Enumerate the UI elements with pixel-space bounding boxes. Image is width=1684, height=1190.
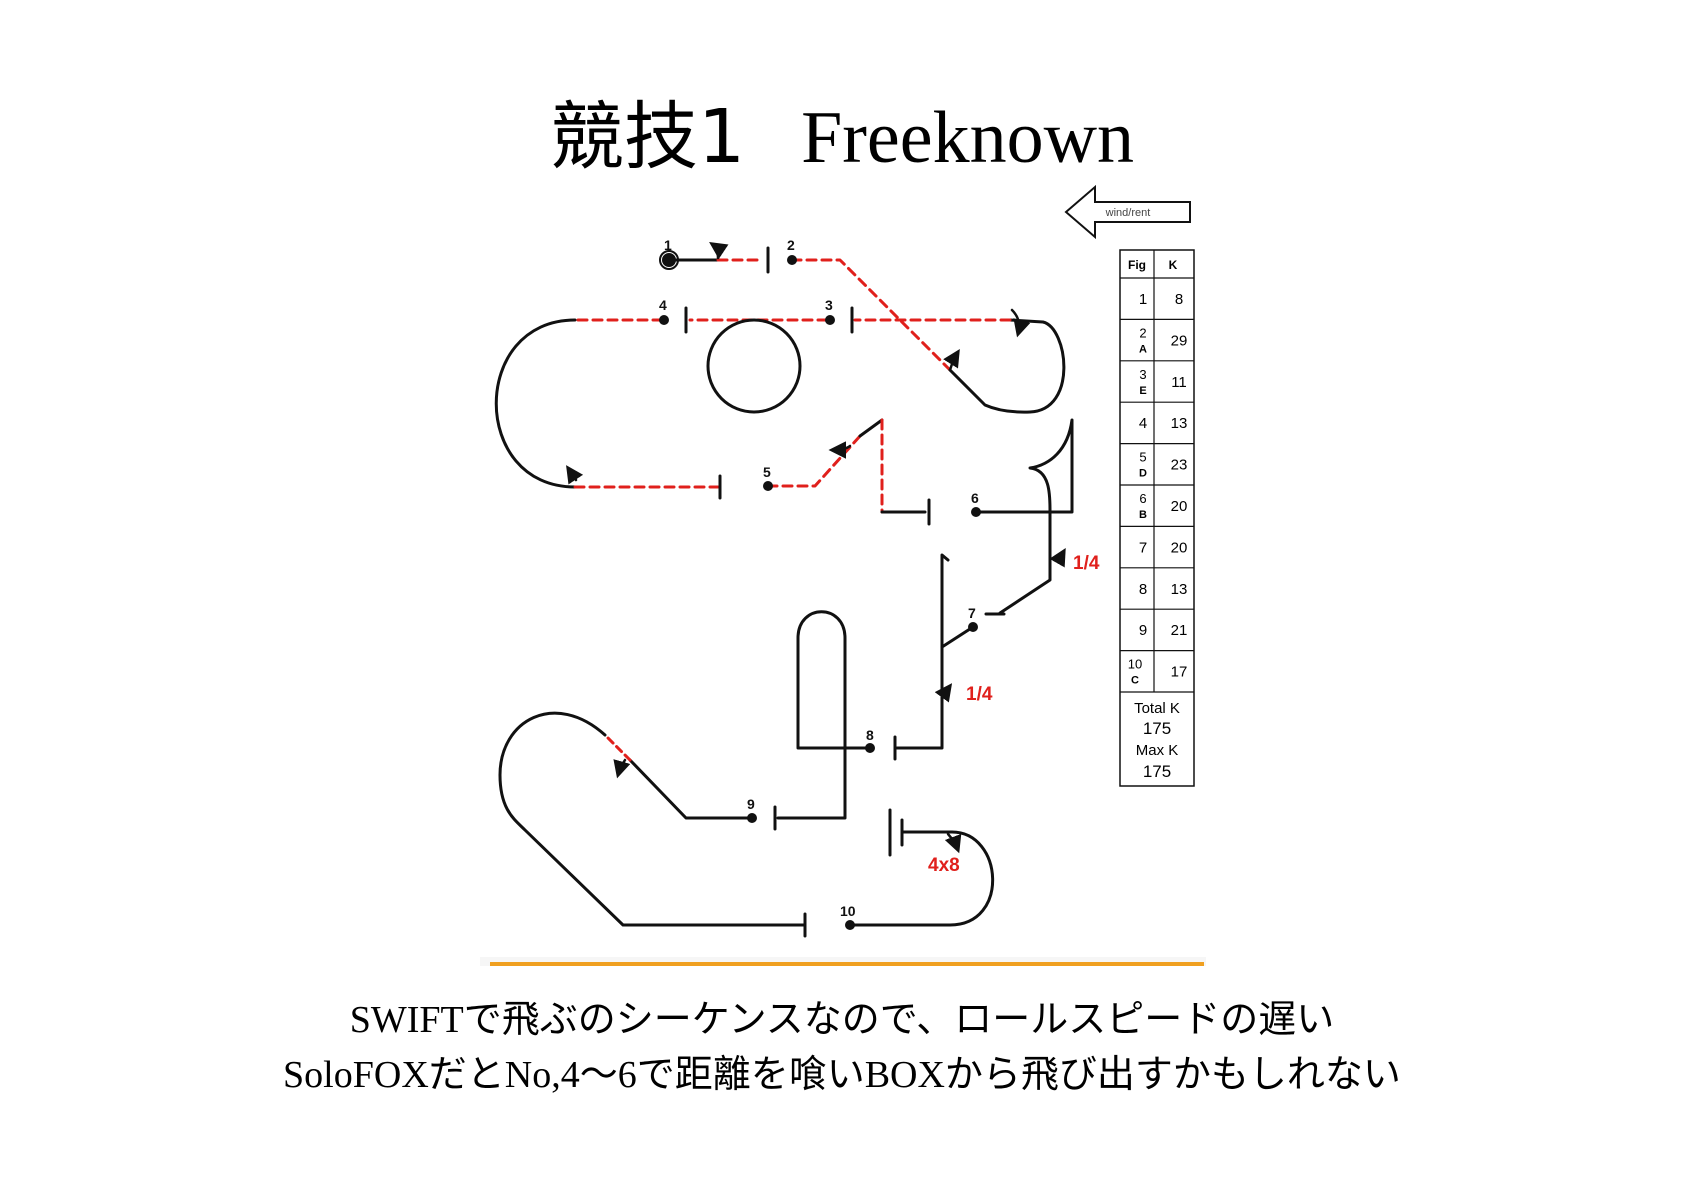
table-cell-fig-letter: C xyxy=(1131,675,1139,687)
table-cell-fig: 10 xyxy=(1128,657,1142,672)
figure-number: 8 xyxy=(866,727,874,743)
table-cell-k: 13 xyxy=(1171,581,1188,598)
figure-number: 5 xyxy=(763,464,771,480)
table-cell-k: 20 xyxy=(1171,539,1188,556)
figure-7-path xyxy=(934,553,1006,703)
roll-label: 1/4 xyxy=(1073,553,1100,574)
figure-9-path xyxy=(498,711,807,938)
table-header-k: K xyxy=(1169,258,1178,272)
table-cell-fig: 9 xyxy=(1139,622,1147,639)
table-cell-fig: 1 xyxy=(1139,291,1147,308)
table-cell-k: 8 xyxy=(1175,291,1183,308)
figure-number: 7 xyxy=(968,605,976,621)
table-cell-k: 21 xyxy=(1171,622,1188,639)
table-cell-fig: 3 xyxy=(1139,367,1146,382)
figure-number: 9 xyxy=(747,796,755,812)
figure-number: 10 xyxy=(840,903,856,919)
max-k-value: 175 xyxy=(1143,762,1171,781)
table-cell-fig: 2 xyxy=(1139,325,1146,340)
table-cell-k: 17 xyxy=(1171,664,1188,681)
figure-10-path xyxy=(848,808,995,927)
table-cell-k: 23 xyxy=(1171,457,1188,474)
table-header-fig: Fig xyxy=(1128,258,1146,272)
figure-number: 4 xyxy=(659,297,667,313)
figure-3-path xyxy=(684,306,854,414)
table-cell-fig-letter: E xyxy=(1139,385,1146,397)
table-cell-k: 20 xyxy=(1171,498,1188,515)
caption-line-1: SWIFTで飛ぶのシーケンスなので、ロールスピードの遅い xyxy=(349,999,1335,1041)
flight-path xyxy=(494,242,1074,938)
table-cell-fig-letter: D xyxy=(1139,468,1147,480)
table-cell-fig: 7 xyxy=(1139,539,1147,556)
table-cell-fig: 5 xyxy=(1139,450,1146,465)
title-en: Freeknown xyxy=(801,97,1135,179)
figure-number: 2 xyxy=(787,237,795,253)
figure-number: 3 xyxy=(825,297,833,313)
table-cell-fig: 4 xyxy=(1139,415,1147,432)
divider-shadow xyxy=(480,957,1206,966)
wind-arrow-label: wind/rent xyxy=(1105,207,1151,219)
figure-8-path xyxy=(773,610,944,831)
figure-5-path xyxy=(766,418,931,526)
figure-4-path xyxy=(494,318,722,500)
total-k-label: Total K xyxy=(1134,700,1180,717)
figure-2-path xyxy=(790,258,1066,414)
table-cell-fig: 6 xyxy=(1139,491,1146,506)
roll-label: 4x8 xyxy=(928,855,960,876)
figure-number: 6 xyxy=(971,490,979,506)
figure-start-points xyxy=(659,255,981,930)
wind-arrow: wind/rent xyxy=(1064,184,1191,240)
max-k-label: Max K xyxy=(1136,742,1179,759)
table-cell-k: 11 xyxy=(1171,374,1187,391)
figure-6-path xyxy=(974,418,1074,615)
title-jp: 競技1 xyxy=(549,94,746,180)
total-k-value: 175 xyxy=(1143,719,1171,738)
roll-label: 1/4 xyxy=(966,684,993,705)
table-cell-fig: 8 xyxy=(1139,581,1147,598)
figure-1-path xyxy=(659,242,770,274)
table-cell-k: 13 xyxy=(1171,415,1188,432)
table-cell-fig-letter: B xyxy=(1139,509,1147,521)
table-cell-k: 29 xyxy=(1171,332,1188,349)
caption-line-2: SoloFOXだとNo,4～6で距離を喰いBOXから飛び出すかもしれない xyxy=(283,1054,1401,1096)
figure-number: 1 xyxy=(664,237,672,253)
table-cell-fig-letter: A xyxy=(1139,343,1147,355)
